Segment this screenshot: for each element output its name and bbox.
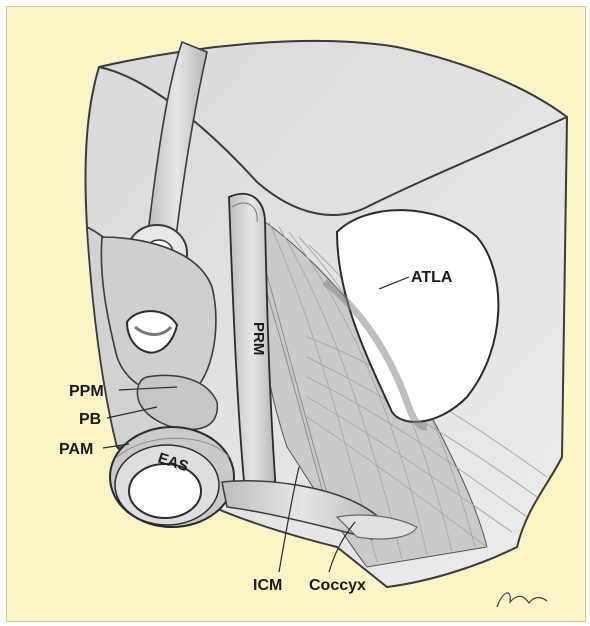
label-prm: PRM — [250, 322, 267, 355]
eas-ring — [110, 427, 234, 527]
label-coccyx: Coccyx — [309, 577, 366, 594]
label-pam: PAM — [59, 441, 93, 458]
pelvic-floor-illustration: ATLA PRM PPM PB PAM EAS ICM Coccyx — [7, 7, 585, 621]
label-ppm: PPM — [69, 383, 104, 400]
label-icm: ICM — [253, 577, 282, 594]
artist-signature — [497, 593, 547, 607]
figure-panel: ATLA PRM PPM PB PAM EAS ICM Coccyx — [6, 6, 586, 622]
label-atla: ATLA — [411, 269, 453, 286]
label-pb: PB — [79, 411, 101, 428]
